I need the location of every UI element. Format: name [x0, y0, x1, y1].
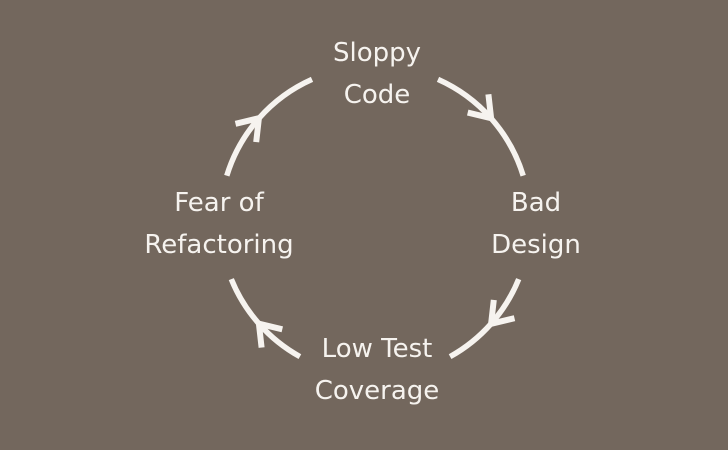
arc-lowtest-to-fear [228, 278, 302, 360]
node-low-test-coverage: Low Test Coverage [314, 334, 440, 406]
arc-sloppy-to-bad [436, 76, 526, 177]
arrowhead-sloppy-to-bad-icon [467, 93, 495, 123]
node-bad-design: Bad Design [491, 188, 581, 260]
arrowhead-lowtest-to-fear-icon [255, 319, 283, 348]
node-fear-of-refactoring: Fear of Refactoring [144, 188, 294, 260]
node-sloppy-code: Sloppy Code [332, 38, 422, 110]
arrowhead-fear-to-sloppy-icon [234, 114, 263, 143]
arc-fear-to-sloppy [224, 76, 314, 177]
arrowhead-bad-to-lowtest-icon [487, 299, 516, 328]
